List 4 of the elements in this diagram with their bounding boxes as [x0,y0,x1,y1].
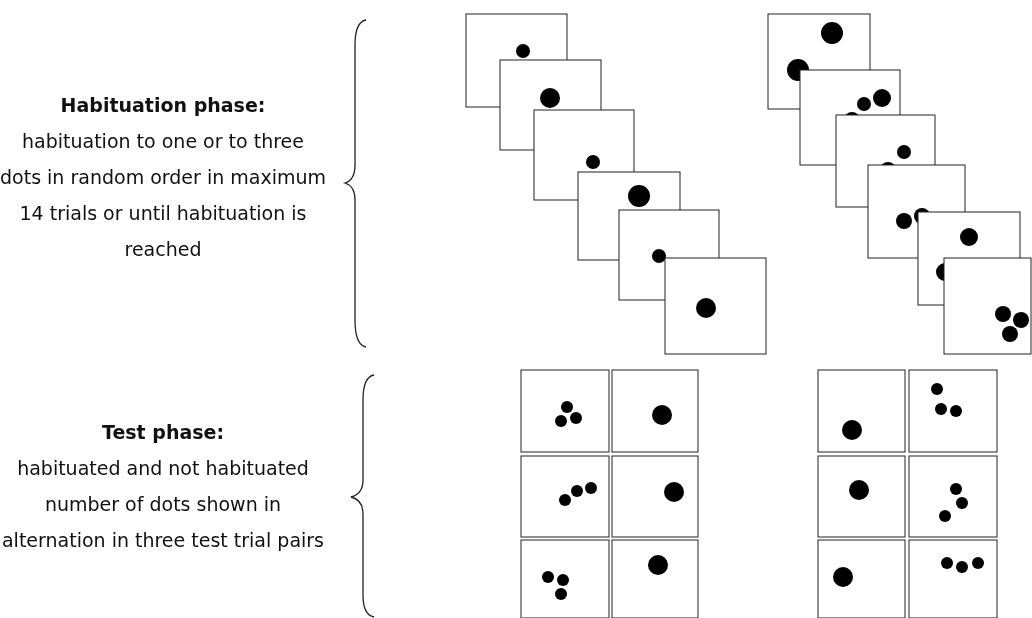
phase-description: habituation to one or to three dots in random order in maximum 14 trials or until habituation is reached [0,129,326,262]
phase-heading: Test phase: [100,420,226,445]
phase-heading: Habituation phase: [59,93,267,118]
phase-description: habituated and not habituated number of dots shown in alternation in three test trial pairs [0,456,325,553]
